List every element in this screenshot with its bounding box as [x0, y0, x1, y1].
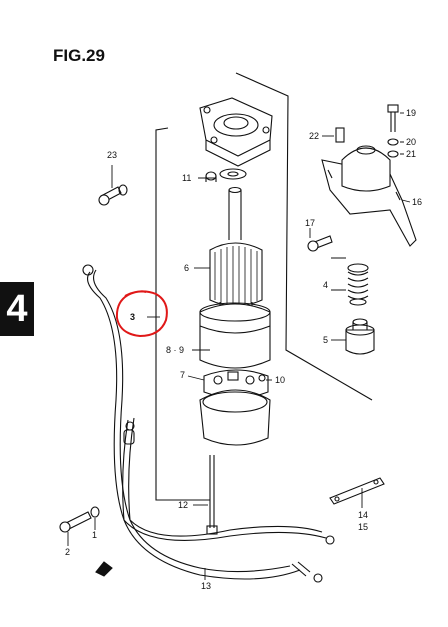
part-label-17: 17 — [305, 218, 315, 228]
part-label-1: 1 — [92, 530, 97, 540]
bolt-17 — [307, 235, 333, 252]
part-label-3: 3 — [130, 312, 135, 322]
section-tab: 4 — [0, 282, 34, 336]
part-label-4: 4 — [323, 280, 328, 290]
leader-lines — [67, 112, 411, 580]
nut-21 — [387, 150, 399, 158]
assembly-outline-left — [155, 127, 210, 501]
figure-title: FIG.29 — [53, 46, 105, 65]
bolt-23 — [98, 184, 128, 206]
part-label-14: 14 — [358, 510, 368, 520]
stud-22 — [335, 127, 345, 143]
part-label-7: 7 — [180, 370, 185, 380]
highlight-circle — [115, 290, 168, 338]
part-label-16: 16 — [412, 197, 422, 207]
part-label-10: 10 — [275, 375, 285, 385]
part-label-20: 20 — [406, 137, 416, 147]
bolt-19 — [387, 104, 399, 132]
washer-1 — [90, 506, 100, 518]
washer-20 — [387, 138, 399, 146]
part-label-21: 21 — [406, 149, 416, 159]
wire-strap — [329, 477, 385, 505]
upper-housing-bracket — [199, 97, 273, 167]
part-label-22: 22 — [309, 131, 319, 141]
washer-11 — [205, 168, 247, 182]
front-arrow-icon — [95, 561, 113, 577]
part-label-19: 19 — [406, 108, 416, 118]
part-label-8-9: 8 · 9 — [166, 345, 184, 355]
part-label-12: 12 — [178, 500, 188, 510]
part-label-13: 13 — [201, 581, 211, 591]
yoke-housing — [199, 302, 271, 369]
assembly-outline-right — [235, 72, 373, 401]
bolt-2 — [59, 511, 92, 533]
starter-cable — [82, 264, 335, 583]
part-label-5: 5 — [323, 335, 328, 345]
part-label-15: 15 — [358, 522, 368, 532]
pinion-gear-5 — [345, 318, 375, 355]
through-bolt — [206, 455, 218, 535]
part-label-6: 6 — [184, 263, 189, 273]
part-label-2: 2 — [65, 547, 70, 557]
spring-4 — [347, 263, 369, 306]
part-label-23: 23 — [107, 150, 117, 160]
lower-housing — [199, 389, 271, 446]
mounting-bracket-16 — [321, 145, 417, 247]
part-label-11: 11 — [182, 173, 191, 183]
